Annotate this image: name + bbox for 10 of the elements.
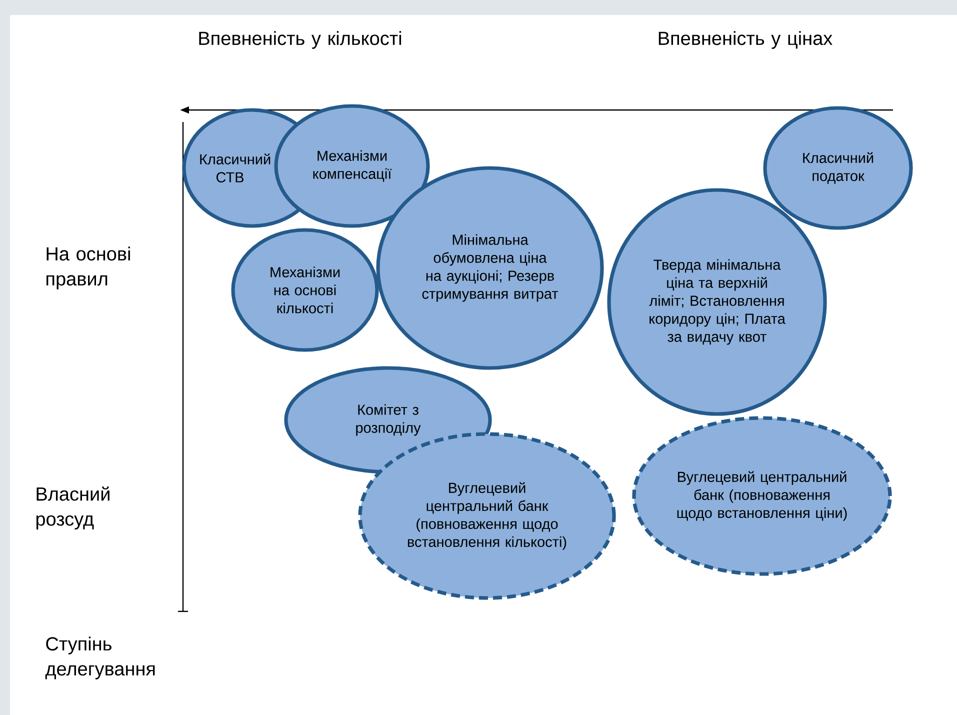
axis-label: На основі правил [46, 246, 130, 290]
axis-label: Ступінь делегування [45, 636, 155, 680]
ellipse-node: Механізми на основі кількості [231, 228, 379, 352]
axis-label: Впевненість у цінах [658, 31, 832, 49]
axis-label: Власний розсуд [36, 486, 110, 530]
ellipse-node: Вуглецевий центральний банк (повноваження щодо встановлення ціни) [632, 416, 892, 576]
axis-label: Впевненість у кількості [199, 31, 402, 49]
ellipse-node: Класичний податок [763, 106, 913, 230]
ellipse-node: Тверда мінімальна ціна та верхній ліміт; Встановлення коридору цін; Плата за видачу квот [607, 188, 827, 416]
ellipse-node: Механізми компенсації [274, 104, 430, 228]
